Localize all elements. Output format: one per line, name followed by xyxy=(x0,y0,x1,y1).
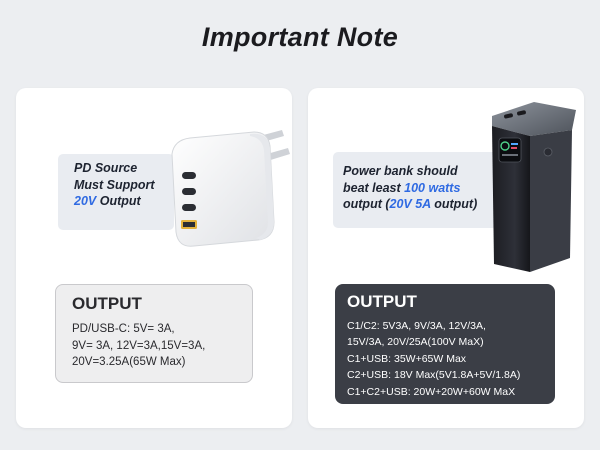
right-card: Power bank should beat least 100 watts o… xyxy=(308,88,584,428)
note-highlight: 20V 5A xyxy=(389,197,431,211)
note-line: Must Support xyxy=(74,177,155,192)
usb-c-wall-charger-icon xyxy=(171,130,290,247)
note-line: 20V Output xyxy=(74,193,174,210)
output-spec-box: OUTPUT C1/C2: 5V3A, 9V/3A, 12V/3A, 15V/3… xyxy=(335,284,555,404)
output-line: C2+USB: 18V Max(5V1.8A+5V/1.8A) xyxy=(347,369,521,382)
output-line: PD/USB-C: 5V= 3A, xyxy=(72,323,175,335)
output-spec-box: OUTPUT PD/USB-C: 5V= 3A, 9V= 3A, 12V=3A,… xyxy=(55,284,253,383)
note-text: beat least xyxy=(343,180,405,195)
left-card: PD Source Must Support 20V Output OUTPUT… xyxy=(16,88,292,428)
power-bank-icon xyxy=(492,102,576,272)
output-line: 20V=3.25A(65W Max) xyxy=(72,356,186,368)
page-title: Important Note xyxy=(201,22,399,52)
note-line: Power bank should xyxy=(343,164,458,178)
note-line: output (20V 5A output) xyxy=(343,196,513,213)
output-line: C1+USB: 35W+65W Max xyxy=(347,352,467,365)
power-bank-note: Power bank should beat least 100 watts o… xyxy=(333,152,513,228)
note-text: output ( xyxy=(343,197,390,211)
output-title: OUTPUT xyxy=(72,294,142,313)
note-line: PD Source xyxy=(74,161,138,175)
note-line: beat least 100 watts xyxy=(343,180,513,197)
note-highlight: 20V xyxy=(74,194,97,208)
output-title: OUTPUT xyxy=(347,292,417,311)
note-text: output) xyxy=(430,197,478,211)
output-line: 9V= 3A, 12V=3A,15V=3A, xyxy=(72,339,206,352)
note-text: Output xyxy=(96,194,141,208)
output-line: C1/C2: 5V3A, 9V/3A, 12V/3A, xyxy=(347,320,486,332)
output-line: 15V/3A, 20V/25A(100V MaX) xyxy=(347,336,484,349)
pd-source-note: PD Source Must Support 20V Output xyxy=(58,154,174,230)
output-line: C1+C2+USB: 20W+20W+60W MaX xyxy=(347,385,516,398)
note-highlight: 100 watts xyxy=(404,180,461,195)
